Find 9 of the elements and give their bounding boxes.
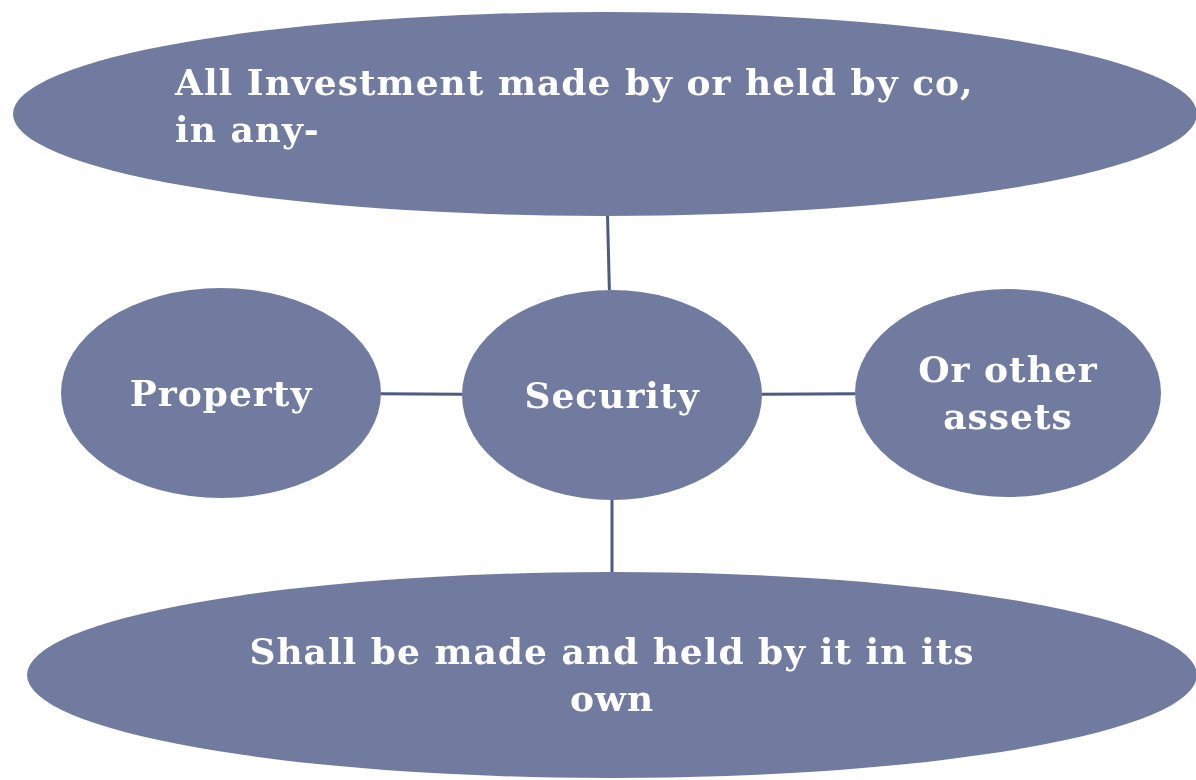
connector-line [762, 392, 855, 396]
connector-line [610, 500, 614, 572]
node-text: Security [523, 372, 701, 418]
node-text: All Investment made by or held by co, in any- [175, 60, 975, 152]
node-text: Or other assets [917, 347, 1099, 439]
connector-line [381, 392, 462, 396]
node-text: Shall be made and held by it in its own [248, 629, 976, 721]
node-text: Property [128, 370, 314, 416]
connector-line [606, 215, 611, 291]
